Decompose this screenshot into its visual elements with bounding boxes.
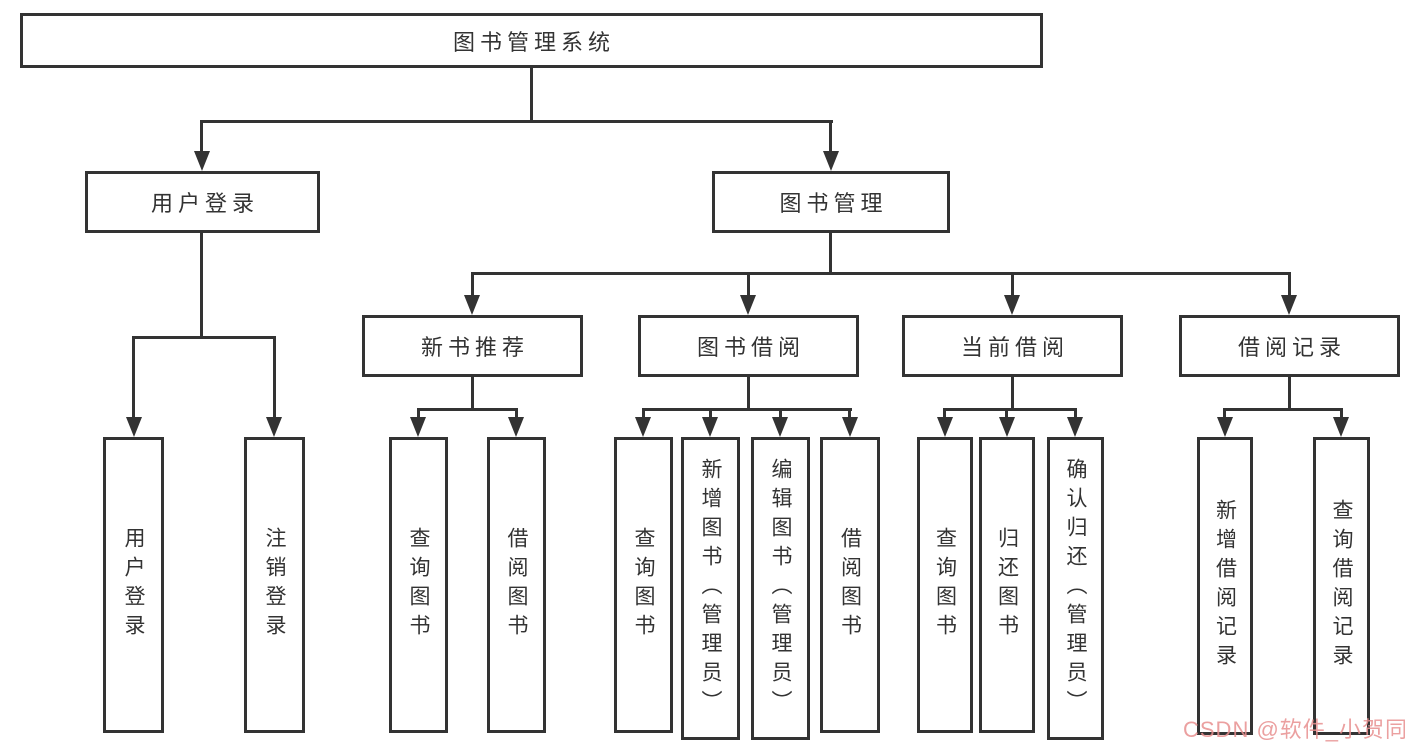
node-new-book-recommend: 新书推荐 [362,315,583,377]
arrow-down-icon [126,417,142,437]
connector-drop-leaf [779,408,782,418]
arrow-down-icon [999,417,1015,437]
arrow-down-icon [508,417,524,437]
connector-book-borrow-bar [642,408,852,411]
leaf-query-books: 查询图书 [917,437,973,733]
leaf-query-books: 查询图书 [389,437,448,733]
arrow-down-icon [740,295,756,315]
arrow-down-icon [1281,295,1297,315]
node-book-borrow: 图书借阅 [638,315,859,377]
connector-drop-level3 [1011,272,1014,296]
arrow-down-icon [842,417,858,437]
node-borrow-records: 借阅记录 [1179,315,1400,377]
connector-user-login-stem [200,233,203,336]
watermark: CSDN @软件_小贺同学 [1183,717,1405,742]
leaf-logout: 注销登录 [244,437,305,733]
leaf-query-books: 查询图书 [614,437,673,733]
connector-drop-leaf [132,336,135,417]
connector-drop-leaf [417,408,420,418]
leaf-add-books-admin: 新增图书（管理员） [681,437,740,740]
connector-new-book-bar [417,408,518,411]
connector-borrow-records-stem [1288,377,1291,408]
arrow-down-icon [464,295,480,315]
node-root-library-system: 图书管理系统 [20,13,1043,68]
connector-drop-leaf [273,336,276,417]
arrow-down-icon [1004,295,1020,315]
arrow-down-icon [194,151,210,171]
leaf-borrow-books: 借阅图书 [820,437,880,733]
connector-drop-leaf [1005,408,1008,418]
connector-drop-level3 [1288,272,1291,296]
leaf-add-borrow-record: 新增借阅记录 [1197,437,1253,735]
arrow-down-icon [702,417,718,437]
arrow-down-icon [1333,417,1349,437]
leaf-return-books: 归还图书 [979,437,1035,733]
leaf-user-login: 用户登录 [103,437,164,733]
connector-drop-leaf [1074,408,1077,418]
arrow-down-icon [772,417,788,437]
node-book-management: 图书管理 [712,171,950,233]
leaf-edit-books-admin: 编辑图书（管理员） [751,437,810,740]
connector-drop-leaf [709,408,712,418]
node-user-login: 用户登录 [85,171,320,233]
connector-drop-level3 [471,272,474,296]
connector-user-login-bar [132,336,276,339]
connector-drop-leaf [515,408,518,418]
connector-drop-book-mgmt [829,120,832,152]
connector-book-mgmt-stem [829,233,832,272]
leaf-borrow-books: 借阅图书 [487,437,546,733]
connector-drop-user-login [200,120,203,152]
connector-current-borrow-bar [943,408,1077,411]
connector-current-borrow-stem [1011,377,1014,408]
connector-root-stem [530,68,533,120]
arrow-down-icon [823,151,839,171]
connector-drop-leaf [848,408,851,418]
leaf-query-borrow-record: 查询借阅记录 [1313,437,1370,735]
node-current-borrow: 当前借阅 [902,315,1123,377]
connector-drop-leaf [642,408,645,418]
arrow-down-icon [1217,417,1233,437]
connector-drop-leaf [1223,408,1226,418]
connector-borrow-records-bar [1223,408,1343,411]
arrow-down-icon [1067,417,1083,437]
arrow-down-icon [937,417,953,437]
leaf-confirm-return-admin: 确认归还（管理员） [1047,437,1104,740]
connector-drop-leaf [943,408,946,418]
connector-new-book-stem [471,377,474,408]
arrow-down-icon [266,417,282,437]
connector-drop-level3 [747,272,750,296]
arrow-down-icon [410,417,426,437]
arrow-down-icon [635,417,651,437]
connector-root-bar [200,120,833,123]
connector-book-borrow-stem [747,377,750,408]
connector-drop-leaf [1340,408,1343,418]
connector-book-mgmt-bar [471,272,1291,275]
